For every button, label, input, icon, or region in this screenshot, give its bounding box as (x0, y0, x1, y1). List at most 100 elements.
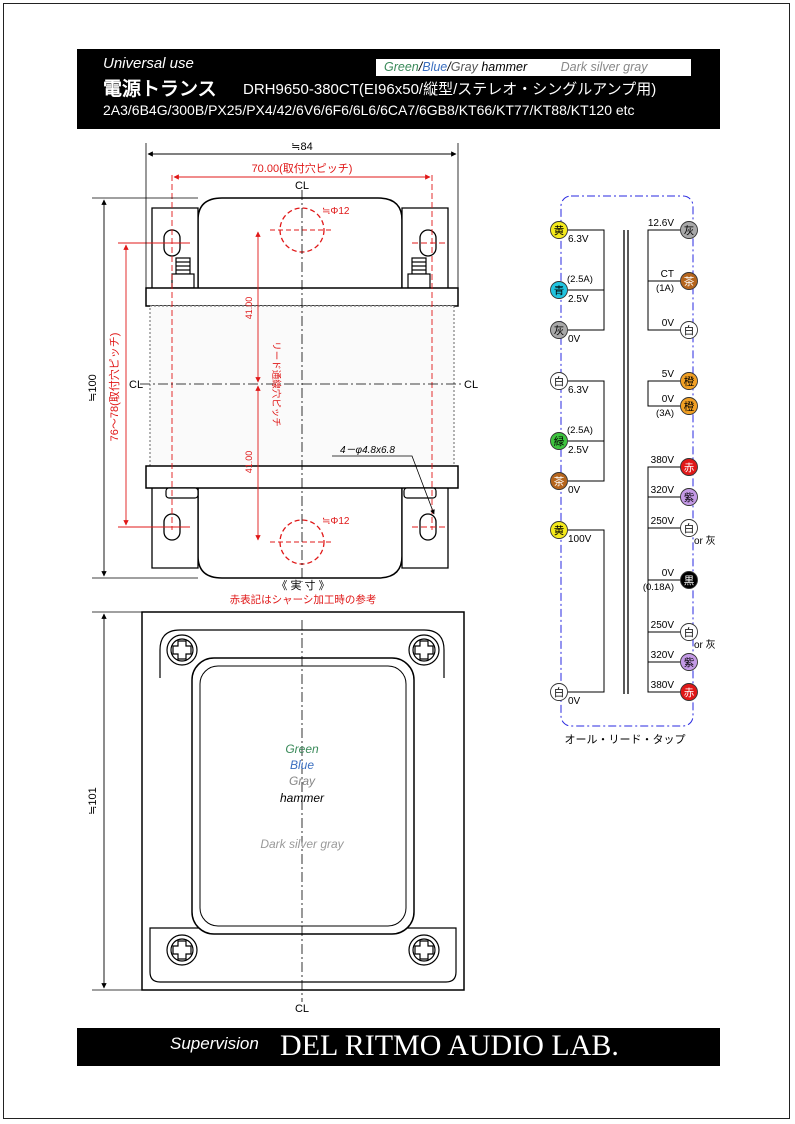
actual-size-label: 《 実 寸 》 (276, 578, 329, 592)
terminal-right-7 (680, 488, 698, 506)
cl-label-right: CL (464, 379, 478, 391)
terminal-right-2 (680, 272, 698, 290)
terminal-left-2-glyph: 青 (554, 284, 565, 297)
screw-top-right (408, 634, 440, 666)
front-view (92, 143, 462, 582)
color-hammer: hammer (481, 60, 528, 74)
schematic-outline (560, 195, 694, 727)
tap-alt-right: or 灰 (694, 534, 716, 547)
chassis-note: 赤表記はシャーシ加工時の参考 (230, 593, 377, 606)
terminal-right-4-glyph: 橙 (684, 375, 695, 388)
terminal-left-4-glyph: 白 (554, 375, 565, 388)
terminal-right-9-glyph: 黒 (684, 575, 695, 587)
tap-label-left: 6.3V (568, 234, 589, 245)
tap-current-right: (1A) (656, 283, 674, 294)
color-green: Green (384, 60, 419, 74)
tap-current-left: (2.5A) (567, 274, 593, 285)
supervision-label: Supervision (170, 1034, 259, 1053)
terminal-right-12-glyph: 赤 (684, 687, 695, 699)
lead-pitch-label: リード通線穴ピッチ (270, 341, 282, 427)
cl-label-top: CL (295, 180, 309, 192)
bottom-color-green: Green (285, 742, 319, 756)
terminal-left-8-glyph: 白 (554, 686, 565, 699)
terminal-left-6-glyph: 茶 (554, 475, 565, 488)
tap-label-right: 380V (651, 455, 675, 466)
tap-current-right: (3A) (656, 408, 674, 419)
height-dimension: ≒100 (87, 374, 99, 402)
schematic: 黄6.3V青2.5V(2.5A)灰0V白6.3V緑2.5V(2.5A)茶0V黄1… (550, 195, 716, 727)
terminal-right-11 (680, 653, 698, 671)
tap-label-left: 0V (568, 485, 581, 496)
tap-label-right: 5V (662, 369, 675, 380)
tap-label-left: 2.5V (568, 294, 589, 305)
top-bell (197, 197, 403, 288)
tap-label-right: 250V (651, 620, 675, 631)
coil-window-outer (191, 657, 415, 935)
terminal-right-6 (680, 458, 698, 476)
hole-size-top: ≒Φ12 (322, 206, 350, 217)
screw-bottom-right (408, 934, 440, 966)
hole-size-bottom: ≒Φ12 (322, 516, 350, 527)
screw-top-left (166, 634, 198, 666)
mount-hole-label: 4－φ4.8x6.8 (340, 445, 395, 456)
screw-bottom-left (166, 934, 198, 966)
terminal-left-1 (550, 221, 568, 239)
dim-41-top: 41.00 (244, 297, 254, 320)
terminal-left-8 (550, 683, 568, 701)
terminal-right-7-glyph: 紫 (684, 492, 695, 504)
tap-label-right: CT (661, 269, 674, 280)
terminal-left-6 (550, 472, 568, 490)
terminal-right-3 (680, 321, 698, 339)
tap-alt-right: or 灰 (694, 638, 716, 651)
bottom-color-hammer: hammer (280, 791, 325, 805)
bottom-color-gray: Gray (289, 774, 316, 788)
tube-list: 2A3/6B4G/300B/PX25/PX4/42/6V6/6F6/6L6/6C… (103, 102, 635, 118)
tap-label-right: 12.6V (648, 218, 674, 229)
bolt-right (407, 257, 431, 289)
terminal-left-1-glyph: 黄 (554, 224, 565, 237)
color-dark-silver: Dark silver gray (560, 60, 648, 74)
bottom-bell (197, 488, 403, 579)
tap-current-left: (2.5A) (567, 425, 593, 436)
depth-dimension: ≒101 (87, 787, 99, 815)
terminal-right-6-glyph: 赤 (684, 462, 695, 474)
universal-use-label: Universal use (103, 55, 194, 72)
terminal-right-9 (680, 571, 698, 589)
terminal-right-10 (680, 623, 698, 641)
tap-label-right: 0V (662, 394, 675, 405)
terminal-left-4 (550, 372, 568, 390)
terminal-left-5 (550, 432, 568, 450)
tap-label-right: 250V (651, 516, 675, 527)
tap-label-right: 0V (662, 568, 675, 579)
product-title: 電源トランス (103, 79, 217, 100)
terminal-right-3-glyph: 白 (684, 324, 695, 337)
header-banner: Universal use 電源トランス DRH9650-380CT(EI96x… (77, 49, 720, 129)
terminal-left-7 (550, 521, 568, 539)
terminal-right-8-glyph: 白 (684, 522, 695, 535)
pitch-dimension: 70.00(取付穴ピッチ) (252, 161, 353, 175)
terminal-right-2-glyph: 茶 (684, 275, 695, 288)
footer-banner: Supervision DEL RITMO AUDIO LAB. (77, 1028, 720, 1066)
color-options: Green/Blue/Gray hammer Dark silver gray (376, 59, 691, 76)
nut-bottom-right (403, 487, 437, 499)
terminal-right-8 (680, 519, 698, 537)
dim-41-bottom: 41.00 (244, 451, 254, 474)
tap-label-right: 380V (651, 680, 675, 691)
cl-label-bottom: CL (295, 1003, 309, 1015)
coil-window-inner (199, 665, 407, 927)
tap-label-right: 320V (651, 650, 675, 661)
width-dimension: ≒84 (291, 141, 312, 153)
terminal-right-4 (680, 372, 698, 390)
terminal-right-1-glyph: 灰 (684, 224, 695, 237)
terminal-right-5-glyph: 橙 (684, 400, 695, 413)
terminal-left-2 (550, 281, 568, 299)
tap-label-right: 0V (662, 318, 675, 329)
terminal-left-3 (550, 321, 568, 339)
bottom-view (92, 611, 465, 1002)
tap-label-left: 0V (568, 696, 581, 707)
tap-label-left: 2.5V (568, 445, 589, 456)
color-blue: Blue (422, 60, 448, 74)
color-slash: / (418, 60, 423, 74)
terminal-right-12 (680, 683, 698, 701)
